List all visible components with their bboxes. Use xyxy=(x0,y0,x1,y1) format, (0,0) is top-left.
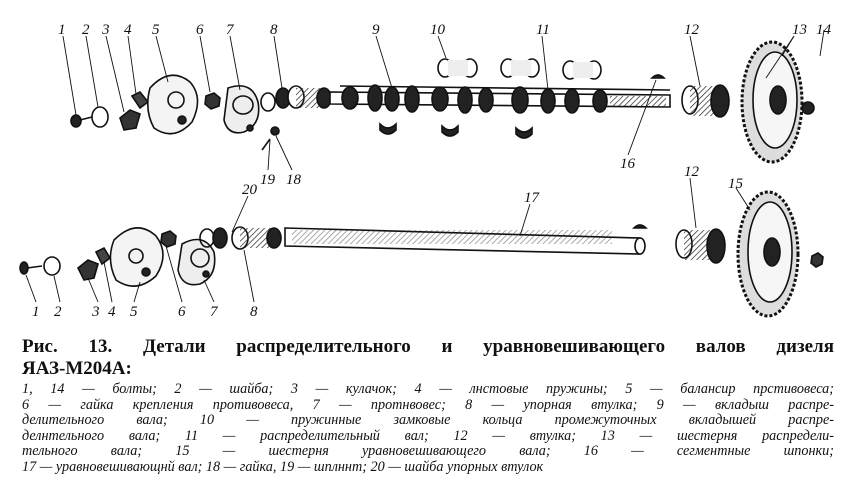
callout-17: 17 xyxy=(524,190,541,206)
callout-1: 1 xyxy=(58,22,66,38)
washer-part-bottom xyxy=(43,256,61,276)
leaf-springs-bottom xyxy=(94,246,112,266)
cam-part-bottom xyxy=(76,259,99,281)
legend-line: 6 — гайка крепления противовеса, 7 — про… xyxy=(22,396,834,413)
nut-part-bottom xyxy=(160,230,177,248)
callout-15: 15 xyxy=(728,176,744,192)
nut-18-part xyxy=(270,126,280,136)
nut-part xyxy=(204,92,221,110)
legend-line: 17 — уравновешивающнй вал; 18 — гайка, 1… xyxy=(22,458,544,475)
counterweight-part xyxy=(223,85,260,134)
callout-7: 7 xyxy=(226,22,235,38)
callout-10: 10 xyxy=(430,22,446,38)
legend-line: делительного вала; 10 — пружинные замков… xyxy=(22,412,834,429)
bolt-part-bottom xyxy=(19,261,29,275)
balancer-part xyxy=(146,74,199,135)
callout-5: 5 xyxy=(152,22,160,38)
balancer-part-bottom xyxy=(109,227,164,287)
callout-9: 9 xyxy=(372,22,380,38)
callout-4: 4 xyxy=(124,22,132,38)
callout-8b: 8 xyxy=(250,304,258,320)
callout-6: 6 xyxy=(196,22,204,38)
callout-20: 20 xyxy=(242,182,258,198)
thrust-sleeve-part-bottom xyxy=(199,226,282,250)
callout-labels-bottom: 20 17 12 15 1 2 3 4 5 6 7 8 xyxy=(32,164,744,320)
callout-4b: 4 xyxy=(108,304,116,320)
callout-11: 11 xyxy=(536,22,550,38)
legend-line: тельного вала; 15 — шестерня уравновешив… xyxy=(22,443,834,460)
callout-13: 13 xyxy=(792,22,807,38)
callout-6b: 6 xyxy=(178,304,186,320)
bolt-part xyxy=(70,114,93,128)
figure-caption-title: Рис. 13. Детали распределительного и ура… xyxy=(22,336,834,357)
callout-3: 3 xyxy=(101,22,110,38)
callout-3b: 3 xyxy=(91,304,100,320)
legend-line: делнтельного вала; 11 — распределительны… xyxy=(22,427,834,444)
liner-part xyxy=(379,122,397,135)
balance-shaft-part xyxy=(284,227,646,255)
camshaft-gear-part xyxy=(740,40,804,164)
cam-part xyxy=(119,109,141,131)
callout-8: 8 xyxy=(270,22,278,38)
balance-shaft-assembly xyxy=(19,190,824,318)
leaf-springs-part xyxy=(130,90,150,110)
thrust-sleeve-part xyxy=(260,85,332,112)
figure-legend: 1, 14 — болты; 2 — шайба; 3 — кулачок; 4… xyxy=(22,381,834,476)
figure-caption-title-line2: ЯАЗ-М204А: xyxy=(22,358,132,379)
callout-labels-top: 1 2 3 4 5 6 7 8 9 10 11 12 13 14 16 18 1… xyxy=(58,22,832,188)
callout-16: 16 xyxy=(620,156,636,172)
callout-2: 2 xyxy=(82,22,90,38)
segment-key-part xyxy=(650,74,666,79)
callout-1b: 1 xyxy=(32,304,40,320)
bolts-14-part xyxy=(801,101,815,115)
callout-12b: 12 xyxy=(684,164,700,180)
leader-lines xyxy=(25,29,825,303)
callout-2b: 2 xyxy=(54,304,62,320)
camshaft-part xyxy=(329,84,671,114)
callout-12: 12 xyxy=(684,22,700,38)
cotter-pin-part xyxy=(261,138,271,151)
callout-19: 19 xyxy=(260,172,276,188)
bushing-part-bottom xyxy=(675,228,726,264)
callout-5b: 5 xyxy=(130,304,138,320)
bushing-part xyxy=(681,84,730,118)
legend-line: 1, 14 — болты; 2 — шайба; 3 — кулачок; 4… xyxy=(22,381,834,397)
washer-part xyxy=(91,106,109,128)
callout-7b: 7 xyxy=(210,304,219,320)
balance-shaft-gear-part xyxy=(736,190,800,318)
nut-bottom-right xyxy=(810,252,824,268)
spring-rings-part xyxy=(437,58,602,80)
callout-18: 18 xyxy=(286,172,302,188)
camshaft-assembly xyxy=(70,40,815,164)
callout-14: 14 xyxy=(816,22,832,38)
segment-key-bottom xyxy=(632,224,648,229)
exploded-parts-illustration: 1 2 3 4 5 6 7 8 9 10 11 12 13 14 16 18 1… xyxy=(19,22,832,320)
